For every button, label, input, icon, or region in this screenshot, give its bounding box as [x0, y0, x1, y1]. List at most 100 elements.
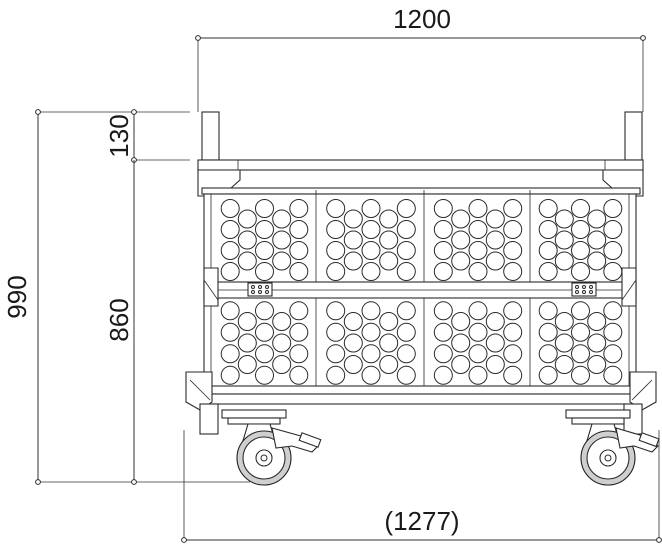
- panel-hole: [503, 262, 523, 281]
- panel-hole: [326, 199, 346, 218]
- dimension-body-860: 860: [104, 160, 137, 485]
- panel-hole: [554, 251, 574, 271]
- panel-hole: [237, 355, 257, 374]
- panel-hole: [538, 220, 558, 239]
- panel-hole: [343, 230, 363, 250]
- panel-hole: [396, 301, 416, 321]
- panel-hole: [468, 220, 488, 239]
- panel-hole: [289, 220, 309, 239]
- panel-hole: [361, 322, 381, 342]
- panel-hole: [326, 220, 346, 239]
- panel-hole: [220, 301, 240, 321]
- panel-hole: [220, 344, 240, 364]
- panel-hole: [603, 344, 623, 364]
- panel-hole: [433, 199, 453, 218]
- panel-hole: [538, 301, 558, 321]
- panel-hole: [451, 333, 471, 353]
- panel-hole: [485, 209, 505, 229]
- panel-hole: [468, 199, 488, 218]
- panel-hole: [289, 241, 309, 260]
- panel-hole: [272, 333, 292, 353]
- panel-hole: [433, 344, 453, 364]
- panel-hole: [396, 241, 416, 260]
- panel-hole: [326, 262, 346, 281]
- panel-hole: [220, 241, 240, 260]
- panel-hole: [571, 365, 590, 385]
- body-860-label: 860: [104, 298, 134, 341]
- perforated-panels: [220, 199, 623, 385]
- panel-hole: [220, 199, 240, 218]
- panel-hole: [379, 230, 399, 250]
- panel-hole: [326, 365, 346, 385]
- panel-hole: [396, 344, 416, 364]
- panel-hole: [451, 230, 471, 250]
- panel-hole: [255, 199, 274, 218]
- panel-hole: [361, 344, 381, 364]
- panel-hole: [433, 220, 453, 239]
- panel-hole: [289, 322, 309, 342]
- panel-hole: [255, 241, 274, 260]
- panel-hole: [603, 301, 623, 321]
- panel-hole: [396, 365, 416, 385]
- panel-hole: [289, 301, 309, 321]
- panel-hole: [538, 322, 558, 342]
- panel-hole: [503, 220, 523, 239]
- panel-hole: [468, 262, 488, 281]
- panel-hole: [396, 199, 416, 218]
- panel-hole: [587, 230, 607, 250]
- width-1277-label: (1277): [384, 506, 459, 536]
- panel-hole: [255, 301, 274, 321]
- panel-hole: [451, 355, 471, 374]
- panel-hole: [361, 262, 381, 281]
- panel-hole: [255, 220, 274, 239]
- panel-hole: [289, 344, 309, 364]
- panel-hole: [587, 251, 607, 271]
- panel-hole: [433, 301, 453, 321]
- panel-hole: [554, 333, 574, 353]
- panel-hole: [603, 262, 623, 281]
- caster-left: [221, 409, 322, 486]
- panel-hole: [538, 262, 558, 281]
- panel-hole: [468, 344, 488, 364]
- panel-hole: [343, 209, 363, 229]
- panel-hole: [379, 312, 399, 331]
- panel-hole: [343, 251, 363, 271]
- panel-hole: [571, 220, 590, 239]
- panel-hole: [603, 365, 623, 385]
- panel-hole: [396, 262, 416, 281]
- panel-hole: [538, 365, 558, 385]
- panel-hole: [603, 241, 623, 260]
- panel-hole: [468, 301, 488, 321]
- panel-hole: [485, 230, 505, 250]
- panel-hole: [396, 322, 416, 342]
- panel-hole: [571, 262, 590, 281]
- panel-hole: [289, 199, 309, 218]
- panel-hole: [451, 209, 471, 229]
- panel-hole: [272, 209, 292, 229]
- panel-hole: [220, 262, 240, 281]
- panel-hole: [326, 301, 346, 321]
- panel-hole: [361, 241, 381, 260]
- panel-hole: [255, 365, 274, 385]
- panel-hole: [587, 333, 607, 353]
- panel-hole: [503, 322, 523, 342]
- panel-hole: [587, 355, 607, 374]
- panel-hole: [289, 365, 309, 385]
- panel-hole: [379, 333, 399, 353]
- panel-hole: [379, 251, 399, 271]
- panel-hole: [396, 220, 416, 239]
- dimension-width-1200: 1200: [195, 4, 646, 112]
- panel-hole: [538, 344, 558, 364]
- panel-hole: [361, 365, 381, 385]
- panel-hole: [237, 251, 257, 271]
- width-label: 1200: [393, 4, 451, 34]
- panel-hole: [571, 301, 590, 321]
- panel-hole: [554, 312, 574, 331]
- panel-hole: [433, 241, 453, 260]
- panel-hole: [603, 199, 623, 218]
- panel-hole: [485, 251, 505, 271]
- panel-hole: [343, 355, 363, 374]
- panel-hole: [255, 262, 274, 281]
- panel-hole: [361, 199, 381, 218]
